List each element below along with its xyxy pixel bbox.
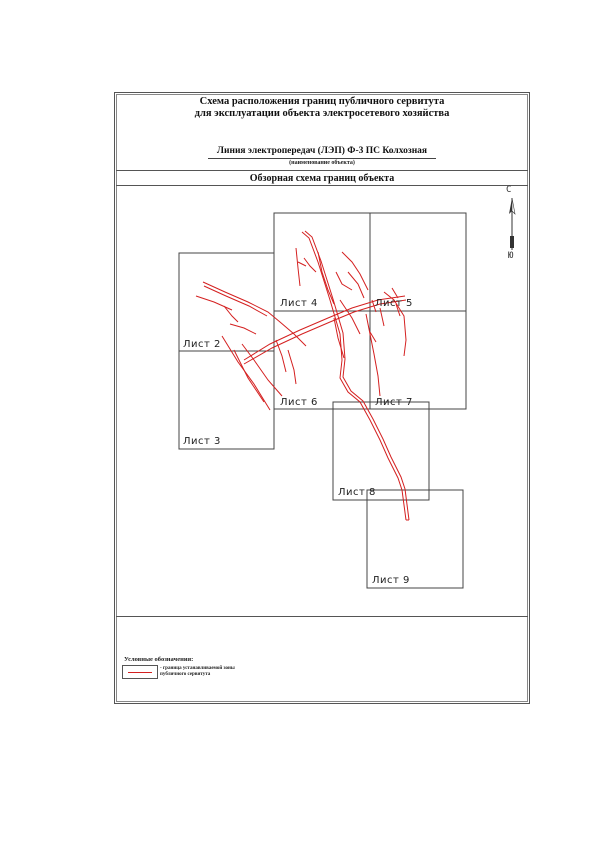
sheet-outer-frame [114,92,530,704]
sheet-3-frame [178,350,275,450]
object-name-underline [208,158,436,159]
page-title: Схема расположения границ публичного сер… [116,96,528,120]
divider-overview [116,185,528,186]
sheet-grid [178,212,467,589]
divider-top [116,170,528,171]
servitude-boundaries [195,230,410,521]
legend-swatch-box [122,665,158,679]
sheet-label-2: Лист 2 [183,339,221,350]
sheet-label-6: Лист 6 [280,397,318,408]
overview-title: Обзорная схема границ объекта [249,173,395,184]
sheet-label-3: Лист 3 [183,436,221,447]
title-line-1: Схема расположения границ публичного сер… [199,96,445,107]
object-caption: (наименование объекта) [289,160,355,166]
sheet-8-frame [332,401,430,501]
sheet-7-frame [369,310,467,410]
north-arrow-icon [509,197,516,250]
sheet-inner-frame [116,94,528,702]
legend-title: Условные обозначения: [124,656,194,663]
sheet-label-9: Лист 9 [372,575,410,586]
sheet-labels: Лист 2 Лист 3 Лист 4 Лист 5 Лист 6 Лист … [183,298,413,586]
sheet-9-frame [366,489,464,589]
legend-line-swatch [128,672,152,673]
legend-item-text: - граница устанавливаемой зоны публичног… [160,666,235,677]
sheet-5-frame [369,212,467,312]
object-name: Линия электропередач (ЛЭП) Ф-3 ПС Колхоз… [216,146,428,156]
sheet-4-frame [273,212,371,312]
south-label: Ю [508,251,514,261]
divider-legend [116,616,528,617]
sheet-label-7: Лист 7 [375,397,413,408]
sheet-label-8: Лист 8 [338,487,376,498]
sheet-2-frame [178,252,275,352]
title-line-2: для эксплуатации объекта электросетевого… [194,108,450,119]
sheet-label-4: Лист 4 [280,298,318,309]
north-label: С [506,185,512,195]
sheet-label-5: Лист 5 [375,298,413,309]
